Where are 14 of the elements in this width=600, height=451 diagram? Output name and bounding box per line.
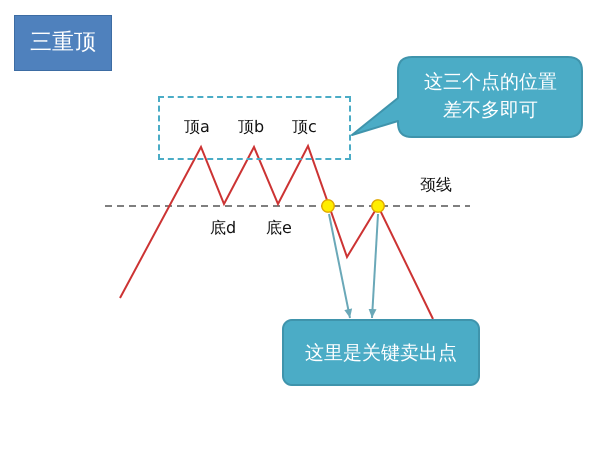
dot-marker-icon [371,199,385,213]
arrow [328,214,352,318]
peak-label: 顶b [238,118,264,136]
speech-bubble: 这三个点的位置差不多即可 [351,56,583,138]
peak-label: 顶a [184,118,210,136]
dashed-frame [158,96,351,160]
title-banner: 三重顶 [14,15,112,71]
dot-marker-icon [321,199,335,213]
callout-box: 这里是关键卖出点 [282,319,480,386]
peak-label: 顶c [292,118,317,136]
neckline-label: 颈线 [420,176,452,194]
arrow [368,214,379,318]
trough-label: 底e [266,219,292,237]
trough-label: 底d [210,219,236,237]
